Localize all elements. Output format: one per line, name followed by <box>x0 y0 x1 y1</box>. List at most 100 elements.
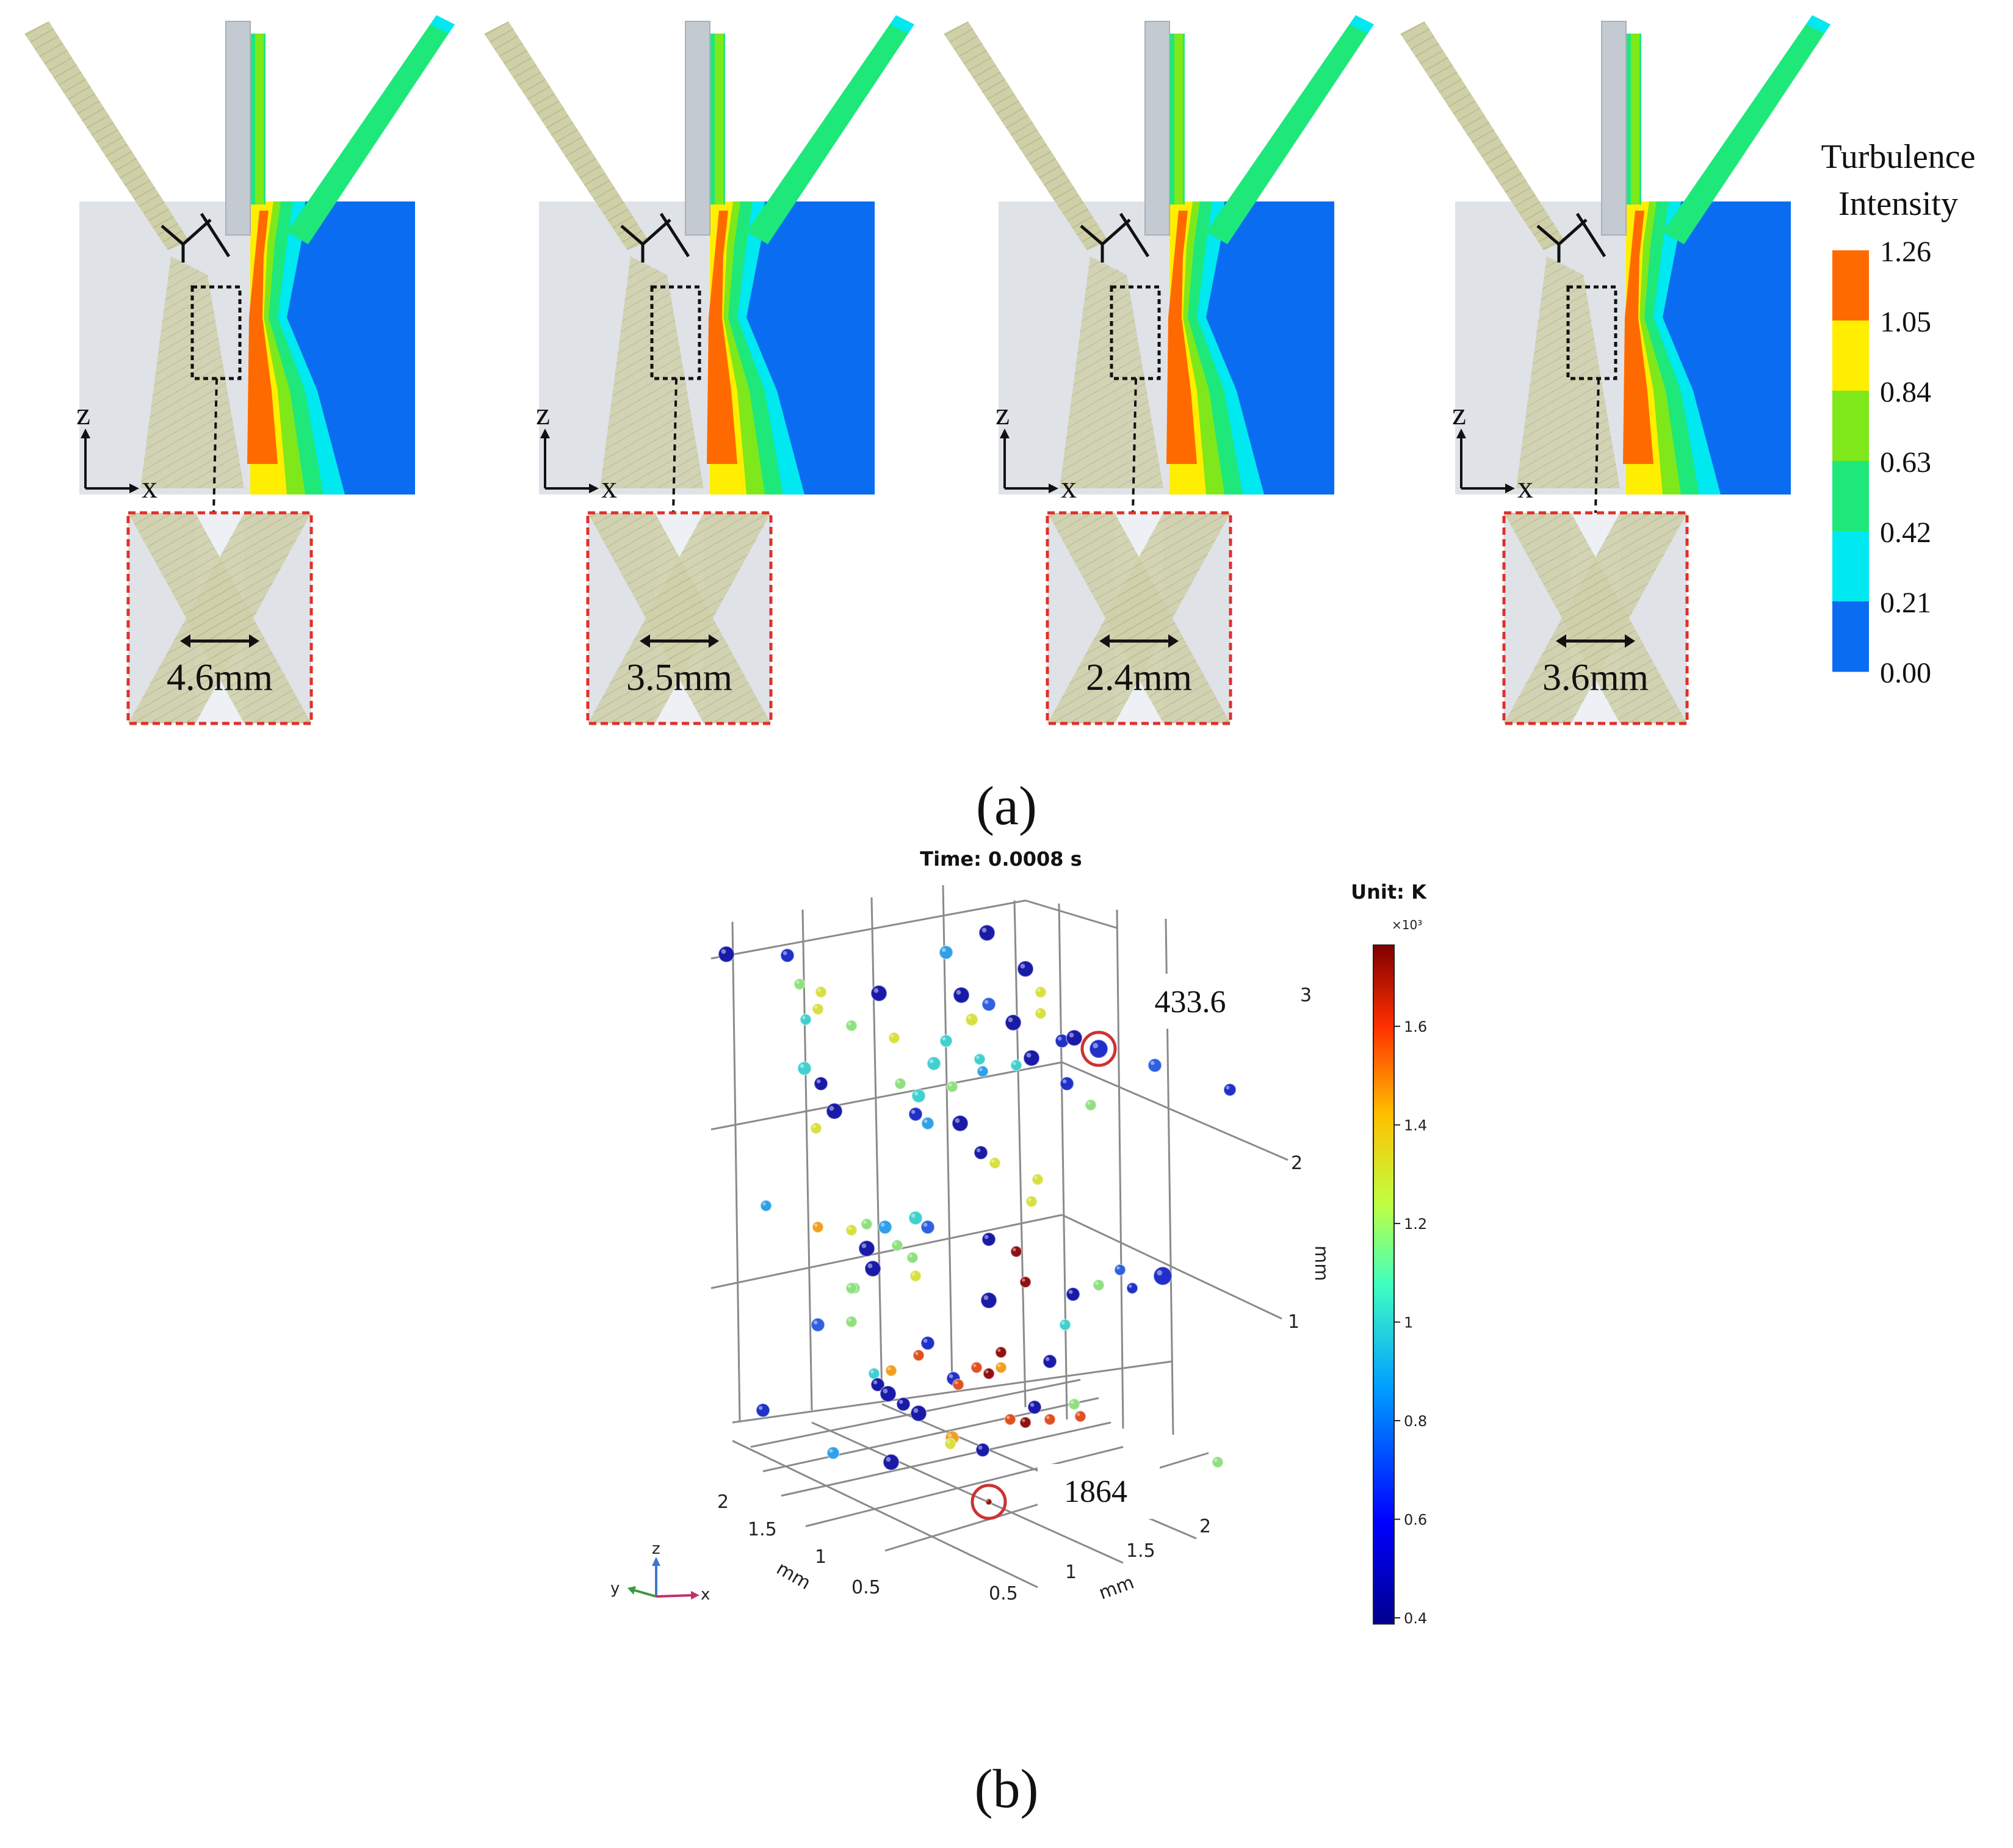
zoom-inset: 4.6mm <box>126 511 313 725</box>
particle <box>800 1013 812 1026</box>
x-tick-1: 1 <box>1065 1562 1077 1583</box>
colorbar-multiplier: ×10³ <box>1392 918 1422 932</box>
particle-highlight <box>929 1059 934 1064</box>
z-axis-unit: mm <box>1310 1245 1332 1281</box>
particle-highlight <box>986 1499 989 1502</box>
particle-highlight <box>1034 1176 1038 1179</box>
particle <box>894 1078 906 1090</box>
particle <box>939 1034 953 1048</box>
particle <box>1212 1456 1224 1468</box>
width-arrow-head-left <box>1099 634 1110 648</box>
axis-z-label: z <box>996 397 1010 432</box>
particle-highlight <box>867 1263 873 1269</box>
particle <box>870 985 887 1002</box>
particle <box>1025 1195 1038 1208</box>
particle <box>793 978 806 990</box>
inset-stream-b <box>128 513 311 723</box>
particle-highlight <box>1008 1017 1013 1023</box>
subpanel-1: zx4.6mm <box>24 12 464 725</box>
particle-highlight <box>1157 1270 1163 1276</box>
time-label: Time: 0.0008 s <box>920 847 1082 871</box>
contour-band-4 <box>1166 211 1197 464</box>
particle-highlight <box>721 949 726 954</box>
particle-highlight <box>955 1381 958 1385</box>
grid-lines <box>710 885 1288 1589</box>
particle-highlight <box>802 1016 806 1020</box>
particle <box>1147 1058 1162 1073</box>
particle <box>883 1454 900 1471</box>
particle-highlight <box>812 1125 816 1128</box>
particle-highlight <box>1068 1289 1073 1294</box>
jet-tick-label: 1 <box>1404 1314 1413 1332</box>
particle-highlight <box>985 1370 989 1374</box>
width-label: 2.4mm <box>1086 657 1192 698</box>
subpanel-2: zx3.5mm <box>484 12 923 725</box>
colorbar-tick-label: 0.42 <box>1880 516 1931 549</box>
colorbar-band <box>1832 531 1869 602</box>
nozzle-bracket <box>1536 219 1588 263</box>
axis-x-arrow <box>1049 484 1058 493</box>
particle-highlight <box>1007 1416 1010 1419</box>
particle-highlight <box>880 1222 885 1227</box>
leader-line <box>672 378 678 513</box>
particle <box>939 945 953 960</box>
inclined-jet-right <box>1206 15 1374 244</box>
leader-line <box>1594 378 1600 513</box>
particle <box>1068 1398 1080 1410</box>
particle <box>989 1157 1001 1169</box>
particle <box>1027 1400 1042 1415</box>
inclined-stream-left <box>24 21 189 250</box>
particle-highlight <box>1150 1060 1155 1065</box>
particle-highlight <box>981 927 987 933</box>
particle <box>980 1292 997 1309</box>
particle <box>1114 1264 1126 1276</box>
center-nozzle <box>225 21 251 236</box>
nozzle-bracket <box>1080 219 1131 263</box>
particle <box>815 986 827 998</box>
particle <box>965 1013 978 1026</box>
particle-highlight <box>1013 1062 1016 1065</box>
particle <box>981 1232 996 1247</box>
zoom-inset: 3.5mm <box>586 511 773 725</box>
particle-highlight <box>762 1202 766 1206</box>
particle-highlight <box>911 1213 916 1218</box>
particle <box>845 1020 858 1032</box>
nozzle-bracket <box>620 219 671 263</box>
panel-a-label: (a) <box>976 776 1037 836</box>
inclined-jet-right <box>287 15 455 244</box>
particle-highlight <box>942 1037 946 1041</box>
particle <box>1005 1014 1022 1031</box>
particle-highlight <box>914 1091 919 1096</box>
particle-highlight <box>1062 1079 1067 1084</box>
jet-inlet-core <box>715 34 723 205</box>
center-nozzle <box>685 21 710 236</box>
x-axis-unit: mm <box>1096 1572 1137 1604</box>
inset-stream-b <box>1504 513 1687 723</box>
particle-highlight <box>912 1272 916 1276</box>
particle-highlight <box>887 1367 891 1371</box>
particle <box>952 1115 969 1132</box>
width-arrow-head-right <box>1625 634 1635 648</box>
inclined-jet-right-tip <box>430 15 455 34</box>
particle <box>974 1053 986 1065</box>
particle-highlight <box>979 1068 983 1071</box>
particle-highlight <box>978 1445 983 1450</box>
jet-inlet-core <box>1174 34 1183 205</box>
particle-highlight <box>1046 1416 1050 1419</box>
particle <box>878 1220 892 1234</box>
particle <box>780 948 795 963</box>
contour-band-4 <box>707 211 737 464</box>
panel-b-scatter3d: Time: 0.0008 s Unit: K <box>610 847 1427 1627</box>
particle <box>1019 1416 1032 1429</box>
jet-tick-label: 0.6 <box>1404 1512 1427 1529</box>
particle <box>952 1379 964 1391</box>
particle-highlight <box>848 1318 851 1322</box>
x-tick-2: 2 <box>1199 1516 1211 1537</box>
particle <box>1010 1059 1022 1071</box>
particle-highlight <box>894 1242 897 1245</box>
particle-highlight <box>897 1080 900 1084</box>
width-arrow-head-right <box>1168 634 1179 648</box>
axis-x-arrow <box>589 484 599 493</box>
particle-highlight <box>997 1349 1001 1352</box>
center-nozzle <box>1601 21 1627 236</box>
